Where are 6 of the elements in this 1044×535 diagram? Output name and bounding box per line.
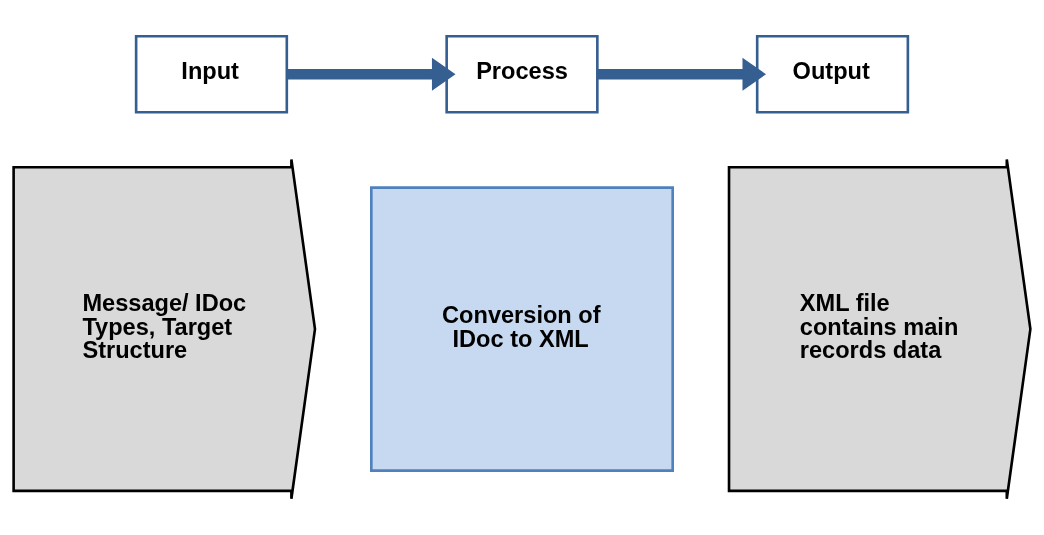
node-box: Process [445, 34, 599, 114]
node-box: Output [755, 34, 910, 114]
arrow [287, 57, 456, 91]
node-box: Input [134, 34, 289, 114]
arrow [597, 57, 767, 91]
node-box: Conversion of IDoc to XML [370, 186, 674, 472]
